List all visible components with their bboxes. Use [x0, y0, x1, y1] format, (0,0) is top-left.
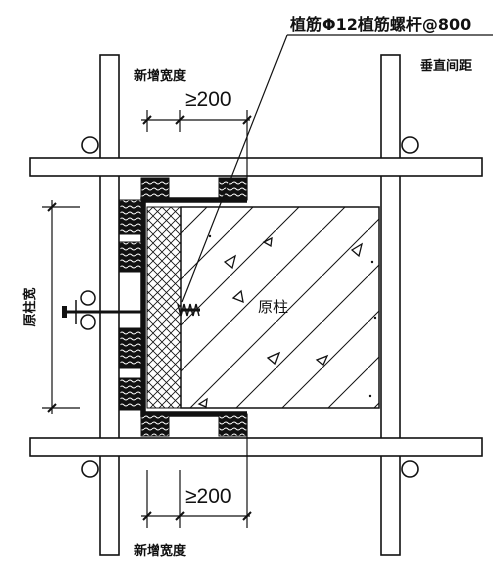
- tube-circles: [81, 136, 419, 478]
- vertical-tube-right: [380, 54, 401, 556]
- original-column: [180, 206, 380, 409]
- timber-battens: [119, 177, 248, 437]
- horizontal-tube-top: [29, 157, 483, 177]
- column-width-label: 原柱宽: [22, 287, 38, 326]
- aggregate-marks: [197, 236, 364, 408]
- top-dimension: [141, 110, 252, 200]
- leader-line: [181, 34, 493, 303]
- dim-top: ≥200: [185, 88, 232, 111]
- bottom-dimension: [141, 414, 252, 528]
- formwork-outline: [140, 197, 247, 417]
- spacing-note: 垂直间距: [420, 58, 472, 74]
- original-column-label: 原柱: [258, 298, 288, 316]
- new-width-label-bottom: 新增宽度: [134, 543, 187, 559]
- anchor-bar: [177, 303, 200, 317]
- left-dimension: [42, 200, 80, 414]
- new-concrete-jacket: [146, 206, 182, 409]
- horizontal-tube-bottom: [29, 437, 483, 457]
- anchor-note: 植筋Φ12植筋螺杆@800: [289, 15, 471, 34]
- dots: [208, 234, 377, 398]
- dim-bottom: ≥200: [185, 485, 232, 508]
- tie-rod: [62, 290, 145, 330]
- vertical-tube-left: [99, 54, 120, 556]
- new-width-label-top: 新增宽度: [134, 68, 187, 84]
